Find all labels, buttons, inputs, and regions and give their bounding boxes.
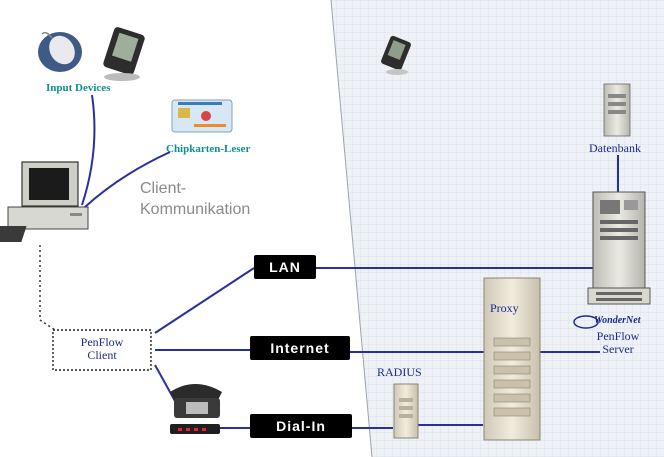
lan-tag: LAN [254, 255, 316, 279]
input-devices-label: Input Devices [46, 82, 111, 94]
client-communication-line1: Client- [140, 180, 187, 197]
datenbank-label: Datenbank [589, 141, 641, 155]
pda-icon [103, 27, 145, 81]
proxy-label: Proxy [490, 301, 519, 315]
computer-icon [0, 161, 89, 242]
brand-logo-swoosh [573, 315, 599, 329]
server-icon [587, 191, 651, 305]
penflow-server-label: PenFlow Server [586, 330, 650, 356]
line-chip-reader [84, 151, 171, 208]
penflow-server-line1: PenFlow [596, 329, 640, 343]
dotted-line-pc-client [39, 245, 56, 331]
server-zone-grid [331, 0, 664, 457]
line-client-lan [154, 267, 255, 334]
client-communication-label: Client- Kommunikation [140, 178, 250, 220]
database-icon [603, 83, 631, 137]
penflow-client-label: PenFlow Client [53, 336, 151, 362]
connection-lines [81, 94, 619, 429]
dial-in-tag: Dial-In [250, 414, 352, 438]
radius-label: RADIUS [377, 365, 422, 379]
penflow-server-line2: Server [602, 342, 634, 356]
radius-tower-icon [393, 383, 419, 439]
brand-logo: WonderNet [594, 315, 641, 326]
client-communication-line2: Kommunikation [140, 201, 251, 218]
penflow-client-box [52, 329, 152, 371]
penflow-client-line1: PenFlow [80, 335, 124, 349]
pda-icon-server-side [381, 35, 411, 75]
line-input-devices [81, 94, 96, 206]
proxy-tower-icon [483, 277, 541, 441]
penflow-client-line2: Client [87, 348, 117, 362]
telephone-icon [170, 384, 222, 434]
internet-tag: Internet [250, 336, 350, 360]
mouse-icon [38, 31, 82, 72]
zone-divider [330, 0, 373, 457]
chipcard-icon [171, 99, 233, 133]
chip-reader-label: Chipkarten-Leser [166, 143, 251, 155]
